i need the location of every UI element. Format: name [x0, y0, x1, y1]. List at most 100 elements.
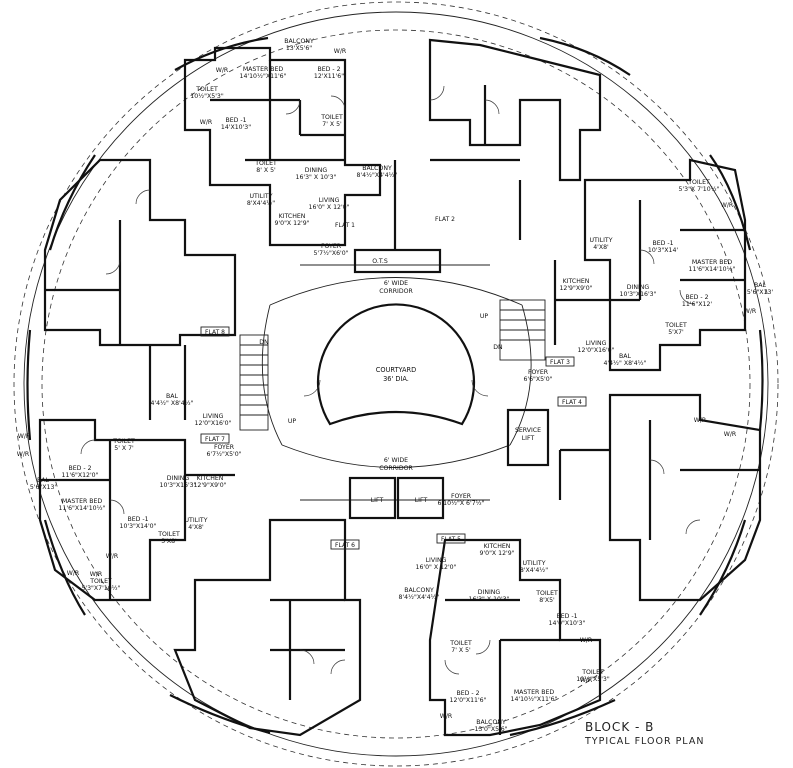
room-name: TOILET	[254, 160, 277, 167]
room-size: 14'X10'3"	[221, 124, 251, 131]
room-name: BALCONY	[476, 719, 506, 726]
room-name: TOILET	[320, 114, 343, 121]
room-size: 12'9"X9'0"	[559, 285, 592, 292]
room-name: MASTER BED	[514, 689, 555, 696]
room-name: TOILET	[535, 590, 558, 597]
service-lift-line1: SERVICE	[515, 427, 541, 434]
stair-up-left: UP	[288, 418, 297, 425]
wardrobe-tag: W/R	[18, 433, 31, 440]
room-name: BAL	[754, 282, 766, 289]
room-name: DINING	[627, 284, 650, 291]
courtyard-dia-label: 36' DIA.	[383, 375, 409, 383]
flat-tag-box	[545, 356, 575, 367]
room-size: 5'X7'	[668, 329, 684, 336]
room-name: UTILITY	[185, 517, 208, 524]
site-boundary	[13, 1, 779, 767]
room-label: BED - 212'X11'6"	[314, 66, 344, 80]
room-size: 16'3" X 10'3"	[469, 596, 510, 603]
room-label: BED - 212'0"X11'6"	[450, 690, 487, 704]
room-name: TOILET	[687, 179, 710, 186]
wardrobe-tag: W/R	[200, 119, 213, 126]
room-name: LIVING	[203, 413, 224, 420]
room-size: 5'6"X13'	[30, 484, 57, 491]
ots-label: O.T.S	[372, 258, 388, 265]
wardrobe-tag: W/R	[216, 67, 229, 74]
room-size: 14'10½"X11'6"	[240, 72, 287, 80]
room-size: 4'X8'	[593, 244, 609, 251]
room-size: 8' X 5'	[256, 167, 276, 174]
room-name: BED -1	[652, 240, 673, 247]
room-name: FOYER	[451, 493, 472, 500]
plan-title: BLOCK - B	[585, 720, 654, 734]
room-size: 7' X 5'	[322, 121, 342, 128]
flat-tag-4: FLAT 4	[562, 399, 582, 406]
room-name: KITCHEN	[279, 213, 306, 220]
room-name: KITCHEN	[563, 278, 590, 285]
core-stairs-lifts	[239, 248, 550, 520]
balcony-arcs	[26, 36, 764, 737]
room-size: 16'0" X 12'0"	[416, 564, 457, 571]
room-name: TOILET	[449, 640, 472, 647]
room-label: BED -110'3"X14'0"	[120, 516, 157, 530]
room-size: 10'3"X14'	[648, 247, 678, 254]
room-name: DINING	[478, 589, 501, 596]
wardrobe-tag: W/R	[580, 637, 593, 644]
flat-tag-box	[200, 433, 230, 444]
wardrobe-tag: W/R	[106, 553, 119, 560]
door-swings	[80, 85, 701, 675]
room-size: 4'4½" X8'4½"	[150, 399, 193, 407]
room-name: MASTER BED	[243, 66, 284, 73]
room-size: 10'3"X16'3"	[160, 482, 197, 489]
room-size: 6'6"X5'0"	[523, 376, 552, 383]
room-size: 5'6"X13'	[747, 289, 774, 296]
wardrobe-tag: W/R	[67, 570, 80, 577]
courtyard-label: COURTYARD	[376, 366, 416, 374]
room-name: BALCONY	[404, 587, 434, 594]
room-size: 11'6"X12'	[682, 301, 712, 308]
service-lift-line2: LIFT	[522, 435, 535, 442]
room-size: 4'4½" X8'4½"	[603, 359, 646, 367]
room-name: UTILITY	[250, 193, 273, 200]
room-size: 10½"X5'3"	[190, 92, 224, 100]
room-size: 8'4½"X4'4½"	[398, 593, 439, 601]
room-name: UTILITY	[590, 237, 613, 244]
flat-tag-1: FLAT 1	[335, 222, 355, 229]
room-size: 5'X8'	[161, 538, 177, 545]
room-size: 12'X11'6"	[314, 73, 344, 80]
room-name: BALCONY	[362, 165, 392, 172]
wardrobe-tag: W/R	[744, 308, 757, 315]
room-size: 13'X5'6"	[286, 45, 312, 52]
plan-subtitle: TYPICAL FLOOR PLAN	[584, 736, 704, 747]
room-name: BAL	[37, 477, 49, 484]
flat-tag-2: FLAT 2	[435, 216, 455, 223]
room-size: 5'7½"X6'0"	[313, 249, 348, 257]
wardrobe-tag: W/R	[694, 417, 707, 424]
room-name: FOYER	[214, 444, 235, 451]
room-label: BED -110'3"X14'	[648, 240, 678, 254]
room-name: TOILET	[581, 669, 604, 676]
room-name: LIVING	[319, 197, 340, 204]
